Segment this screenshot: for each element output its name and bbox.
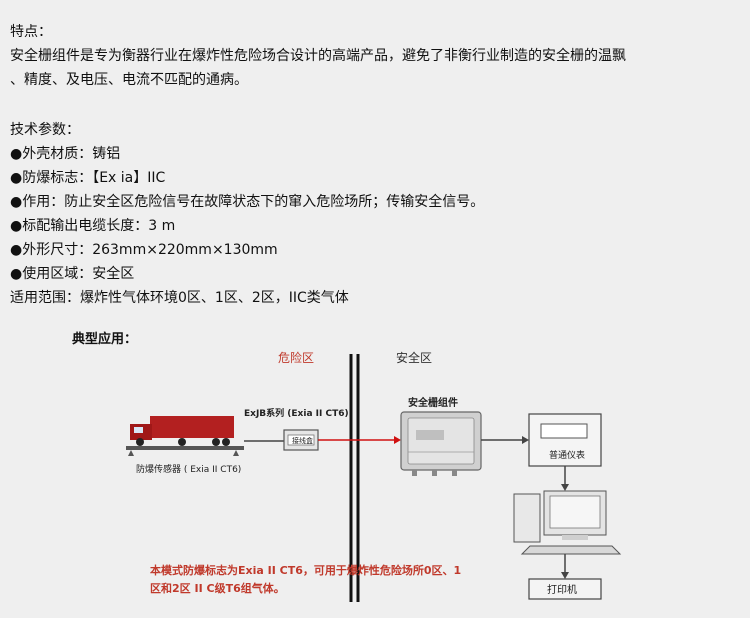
arrow-right-icon [394,436,401,444]
barrier-label: 安全栅组件 [408,396,458,409]
printer-icon [528,578,602,600]
zone-safe-label: 安全区 [396,350,432,365]
spec-item-dimensions: ●外形尺寸：263mm×220mm×130mm [10,242,278,258]
instrument-label: 普通仪表 [549,449,585,461]
spec-item-area: ●使用区域：安全区 [10,266,135,282]
spec-item-material: ●外壳材质：铸铝 [10,146,121,162]
zone-danger-label: 危险区 [278,350,314,365]
features-line-2: 、精度、及电压、电流不匹配的通病。 [10,72,248,88]
computer-icon [513,490,622,555]
sensor-label: 防爆传感器 ( Exia II CT6) [136,463,241,475]
note-line-1: 本模式防爆标志为Exia II CT6，可用于爆炸性危险场所0区、1 [150,563,461,577]
specs-heading: 技术参数： [10,122,80,138]
junction-box: 接线盒 [283,429,319,451]
instrument-icon [528,413,602,467]
features-line-1: 安全栅组件是专为衡器行业在爆炸性危险场合设计的高端产品，避免了非衡行业制造的安全… [10,48,626,64]
junction-box-text: 接线盒 [292,436,313,445]
junction-label: ExJB系列 (Exia II CT6) [244,407,349,419]
application-diagram: 危险区 安全区 防爆传感器 ( Exia II CT6) ExJB系列 (Exi… [0,340,750,618]
spec-item-ex-mark: ●防爆标志：【Ex ia】IIC [10,170,166,186]
safety-barrier-icon [400,411,482,476]
features-heading: 特点： [10,24,52,40]
spec-scope: 适用范围：爆炸性气体环境0区、1区、2区，IIC类气体 [10,290,349,306]
spec-text-block: 特点： 安全栅组件是专为衡器行业在爆炸性危险场合设计的高端产品，避免了非衡行业制… [10,0,745,310]
application-title: 典型应用： [72,332,138,347]
note-line-2: 区和2区 II C级T6组气体。 [150,581,285,595]
spec-item-cable-length: ●标配输出电缆长度：3 m [10,218,176,234]
printer-label: 打印机 [547,583,577,596]
spec-item-function: ●作用：防止安全区危险信号在故障状态下的窜入危险场所；传输安全信号。 [10,194,485,210]
truck-scale-icon [126,416,244,456]
